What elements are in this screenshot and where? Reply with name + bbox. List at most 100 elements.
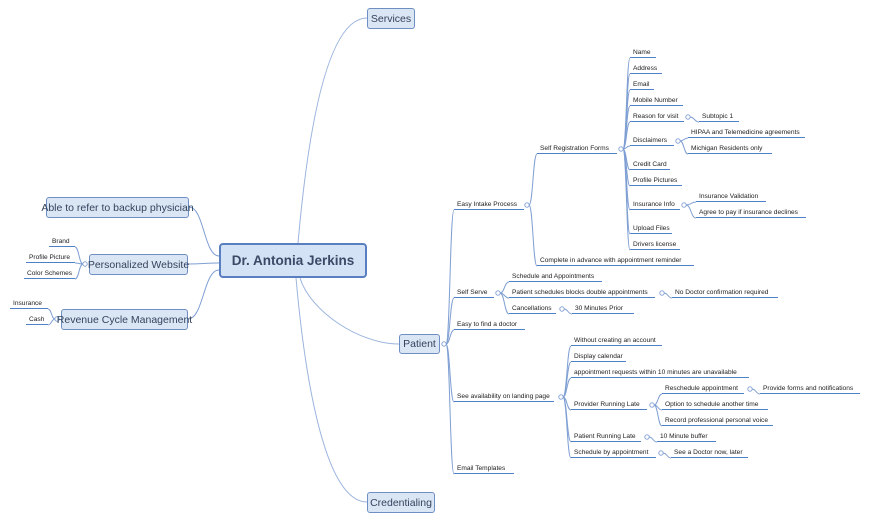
connector-line [528,204,538,267]
leaf-disclaimers[interactable]: Disclaimers [630,136,674,146]
collapse-knob [747,386,753,392]
collapse-knob [558,394,564,400]
collapse-knob [659,290,665,296]
connector-line [499,292,510,315]
leaf-upload-files[interactable]: Upload Files [630,224,672,234]
collapse-knob [559,306,565,312]
leaf-insurance-info[interactable]: Insurance Info [630,200,680,210]
leaf-option-schedule[interactable]: Option to schedule another time [662,400,768,410]
connector-line [74,246,84,265]
collapse-knob [675,138,681,144]
leaf-easy-intake[interactable]: Easy Intake Process [454,200,524,210]
leaf-email-templates[interactable]: Email Templates [454,464,514,474]
topic-patient[interactable]: Patient [399,334,440,354]
collapse-knob [685,114,691,120]
collapse-knob [658,450,664,456]
leaf-schedule-and-appointments[interactable]: Schedule and Appointments [509,272,602,282]
leaf-insurance-validation[interactable]: Insurance Validation [696,192,766,202]
leaf-self-registration[interactable]: Self Registration Forms [537,144,617,154]
leaf-display-calendar[interactable]: Display calendar [571,352,626,362]
leaf-no-doctor-confirmation[interactable]: No Doctor confirmation required [672,288,778,298]
leaf-agree-to-pay[interactable]: Agree to pay if insurance declines [696,208,806,218]
leaf-patient-running-late[interactable]: Patient Running Late [571,432,641,442]
leaf-10-minute-buffer[interactable]: 10 Minute buffer [657,432,716,442]
connector-root-services [297,17,368,244]
connector-root-website [187,262,220,265]
leaf-mobile-number[interactable]: Mobile Number [630,96,683,106]
connector-line [445,297,455,345]
connector-line [653,404,663,427]
collapse-knob [681,202,687,208]
connector-line [685,204,697,219]
connector-line [662,452,672,459]
collapse-knob [644,434,650,440]
leaf-cash[interactable]: Cash [26,315,48,325]
leaf-cancellations[interactable]: Cancellations [509,304,556,314]
leaf-provider-running-late[interactable]: Provider Running Late [571,400,647,410]
connector-line [622,148,631,251]
leaf-name[interactable]: Name [630,48,656,58]
connector-line [563,308,573,315]
collapse-knob [649,402,655,408]
leaf-easy-to-find-doctor[interactable]: Easy to find a doctor [454,320,525,330]
connector-line [445,209,455,345]
leaf-complete-in-advance[interactable]: Complete in advance with appointment rem… [537,256,694,266]
leaf-schedule-by-appointment[interactable]: Schedule by appointment [571,448,656,458]
leaf-see-availability[interactable]: See availability on landing page [454,392,554,402]
connector-line [685,201,697,206]
topic-credentialing[interactable]: Credentialing [367,492,435,513]
connector-line [663,292,673,299]
leaf-record-voice[interactable]: Record professional personal voice [662,416,773,426]
connector-root-revenue [187,269,220,320]
leaf-30-minutes-prior[interactable]: 30 Minutes Prior [572,304,634,314]
leaf-hipaa[interactable]: HIPAA and Telemedicine agreements [688,128,805,138]
leaf-provide-forms[interactable]: Provide forms and notifications [760,384,860,394]
connector-line [74,263,84,280]
leaf-color-schemes[interactable]: Color Schemes [24,269,75,279]
connector-line [528,153,538,206]
leaf-brand[interactable]: Brand [49,237,75,247]
connector-line [445,343,455,475]
leaf-see-doctor-now[interactable]: See a Doctor now, later [671,448,748,458]
leaf-reason-for-visit[interactable]: Reason for visit [630,112,684,122]
connector-line [47,318,56,326]
leaf-without-account[interactable]: Without creating an account [571,336,662,346]
collapse-knob [618,146,624,152]
collapse-knob [441,341,447,347]
leaf-blocks-double-appointments[interactable]: Patient schedules blocks double appointm… [509,288,655,298]
leaf-insurance[interactable]: Insurance [10,299,48,309]
leaf-profile-pictures[interactable]: Profile Pictures [630,176,682,186]
topic-revenue-cycle[interactable]: Revenue Cycle Management [57,309,192,330]
connector-line [562,396,572,459]
leaf-profile-picture[interactable]: Profile Picture [26,253,75,263]
connector-line [562,377,572,398]
topic-personalized-website[interactable]: Personalized Website [88,254,189,275]
leaf-self-serve[interactable]: Self Serve [454,288,494,298]
leaf-email[interactable]: Email [630,80,654,90]
topic-backup-physician[interactable]: Able to refer to backup physician [41,197,194,218]
topic-services[interactable]: Services [367,8,415,29]
leaf-address[interactable]: Address [630,64,662,74]
collapse-knob [82,261,88,267]
connector-line [445,329,455,345]
connector-line [653,393,663,406]
leaf-drivers-license[interactable]: Drivers license [630,240,680,250]
connector-root-backup [188,206,220,257]
leaf-subtopic-1[interactable]: Subtopic 1 [699,112,739,122]
leaf-reschedule-appointment[interactable]: Reschedule appointment [662,384,744,394]
root-topic[interactable]: Dr. Antonia Jerkins [219,243,367,278]
connector-line [47,308,56,320]
connector-line [751,388,761,395]
collapse-knob [524,202,530,208]
leaf-credit-card[interactable]: Credit Card [630,160,670,170]
connector-line [679,140,689,155]
connector-line [499,281,510,294]
collapse-knob [495,290,501,296]
leaf-requests-10-minutes[interactable]: appointment requests within 10 minutes a… [571,368,749,378]
connector-line [689,116,700,123]
connector-line [679,137,689,142]
leaf-michigan-residents[interactable]: Michigan Residents only [688,144,772,154]
connector-root-patient [299,277,400,345]
